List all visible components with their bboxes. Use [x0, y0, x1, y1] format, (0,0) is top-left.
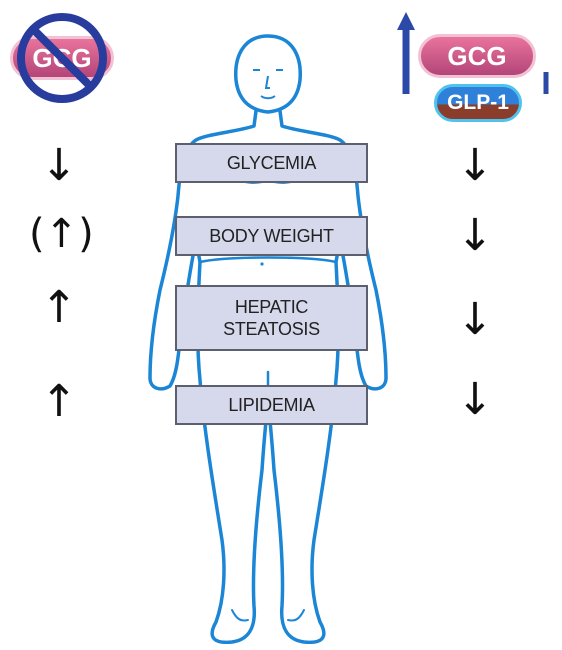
gcg-right-pill: GCG	[418, 34, 536, 78]
hepatic-steatosis-label-box: HEPATIC STEATOSIS	[175, 285, 368, 351]
right-edge-mark	[543, 72, 549, 94]
right-lipidemia-arrow: ↓	[456, 374, 494, 425]
hepatic-steatosis-label: HEPATIC STEATOSIS	[223, 296, 320, 340]
lipidemia-label: LIPIDEMIA	[228, 394, 315, 415]
left-hepatic-steatosis-arrow: ↑	[40, 282, 78, 333]
glycemia-label-box: GLYCEMIA	[175, 143, 368, 183]
body-weight-label: BODY WEIGHT	[209, 225, 334, 246]
prohibition-icon	[17, 13, 107, 103]
right-body-weight-arrow: ↓	[456, 210, 494, 261]
glp1-pill: GLP-1	[434, 84, 522, 122]
right-hepatic-steatosis-arrow: ↓	[456, 294, 494, 345]
up-arrow-icon	[397, 12, 415, 94]
right-glycemia-arrow: ↓	[456, 140, 494, 191]
glp1-label: GLP-1	[447, 91, 509, 114]
body-weight-label-box: BODY WEIGHT	[175, 216, 368, 256]
gcg-right-label: GCG	[447, 40, 507, 71]
left-body-weight-arrow: (↑)	[29, 211, 94, 257]
left-glycemia-arrow: ↓	[40, 140, 78, 191]
left-lipidemia-arrow: ↑	[40, 376, 78, 427]
glycemia-label: GLYCEMIA	[226, 152, 317, 173]
lipidemia-label-box: LIPIDEMIA	[175, 385, 368, 425]
